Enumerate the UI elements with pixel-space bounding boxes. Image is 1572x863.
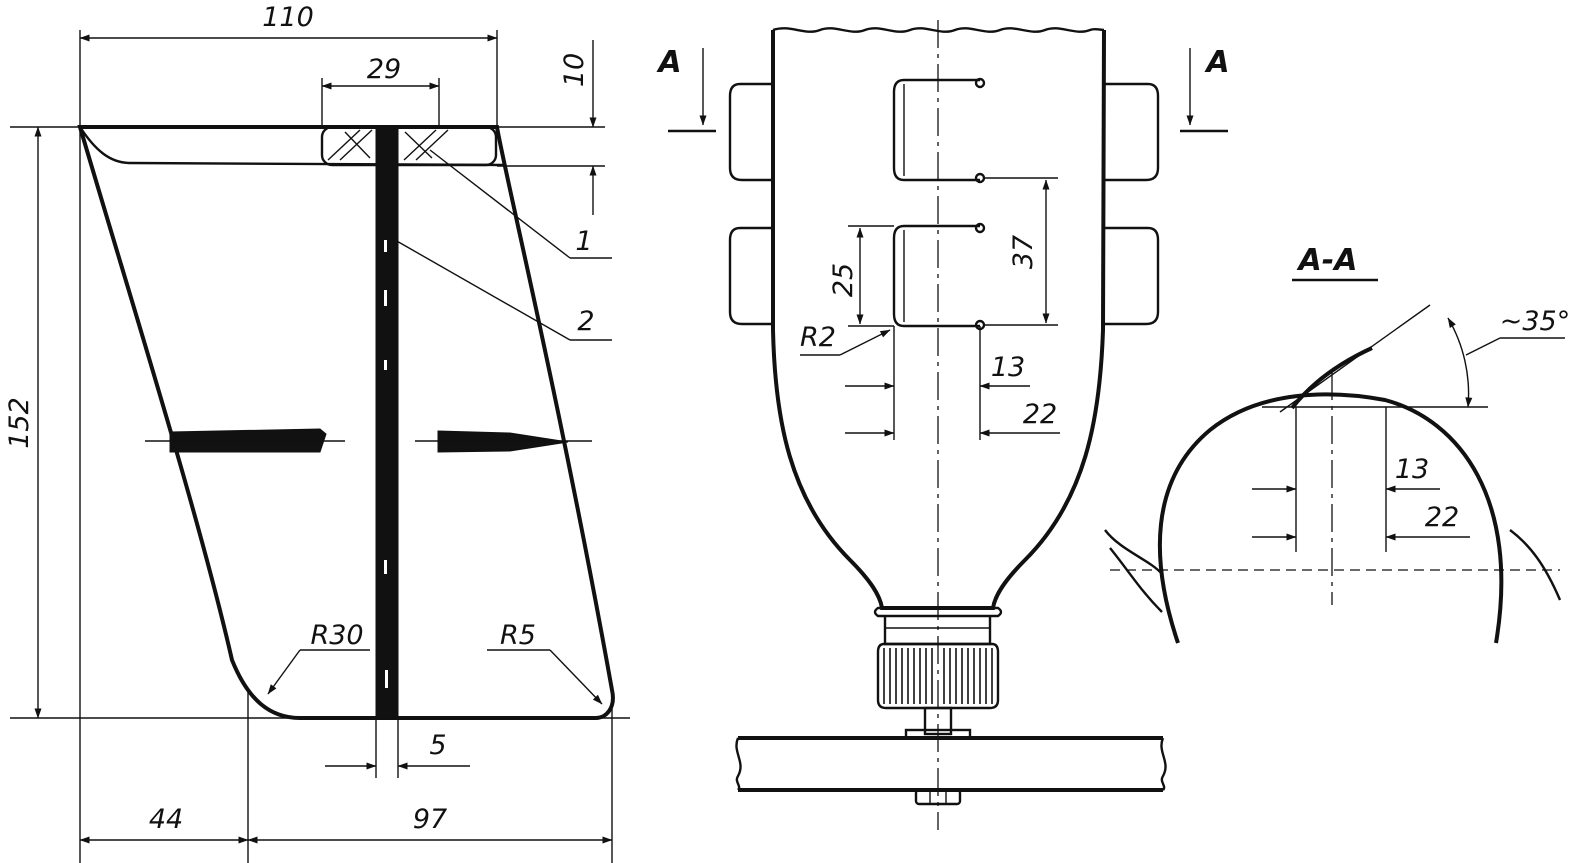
top-strip (78, 126, 506, 167)
tab-upper-right (1104, 82, 1160, 182)
callout-1: 1 (575, 226, 592, 257)
dim-bottom-right: 97 (413, 804, 447, 835)
dim-top-thickness: 10 (559, 53, 590, 87)
section-dim-outer: 22 (1425, 502, 1459, 533)
dim-rod-width: 5 (429, 730, 446, 761)
dim-bottom-left: 44 (149, 804, 183, 835)
vertical-rod (375, 126, 399, 719)
section-right-wing (1509, 529, 1562, 601)
rod-highlights (384, 240, 388, 688)
callout-2: 2 (577, 306, 594, 337)
dim-inner-width: 13 (991, 352, 1025, 383)
section-title: A-A (1297, 243, 1358, 278)
dim-radius: R2 (800, 322, 836, 353)
radius-left: R30 (310, 620, 363, 651)
nut (914, 788, 962, 806)
top-block (320, 125, 498, 167)
tab-upper-left (728, 82, 773, 182)
section-angle: ~35° (1500, 306, 1570, 337)
section-mark-left: A (656, 45, 681, 80)
section-arc (1158, 392, 1504, 644)
tab-lower-left (728, 226, 773, 326)
radius-right: R5 (500, 620, 536, 651)
section-view: A-A ~35° 13 22 (1104, 243, 1570, 644)
tab-lower-right (1104, 226, 1160, 326)
screw-stem (923, 706, 953, 736)
dim-slot-width: 29 (367, 54, 401, 85)
dim-width-top: 110 (262, 2, 314, 33)
top-block-hatch (327, 129, 449, 161)
rudder-extension-lines (10, 30, 630, 863)
bottle-break-line (772, 27, 1105, 33)
section-top-tab (1290, 346, 1373, 410)
dim-slot-height: 25 (828, 263, 859, 297)
dim-outer-width: 22 (1023, 399, 1057, 430)
bottle-cap (876, 642, 1000, 710)
rudder-view: 110 29 10 152 44 97 5 R30 R5 1 2 (4, 2, 630, 863)
bottle-view: A A 25 37 R2 13 22 (656, 20, 1230, 830)
lower-slot (892, 222, 986, 331)
dim-slot-spacing: 37 (1008, 235, 1039, 269)
mounting-plate (738, 736, 1163, 792)
section-left-wing-2 (1109, 547, 1163, 613)
upper-slot (892, 77, 986, 184)
dim-height: 152 (4, 397, 35, 449)
bottle-neck-ring (873, 606, 1003, 618)
section-mark-right: A (1204, 45, 1229, 80)
cap-knurl (883, 648, 993, 704)
section-dim-inner: 13 (1395, 454, 1429, 485)
